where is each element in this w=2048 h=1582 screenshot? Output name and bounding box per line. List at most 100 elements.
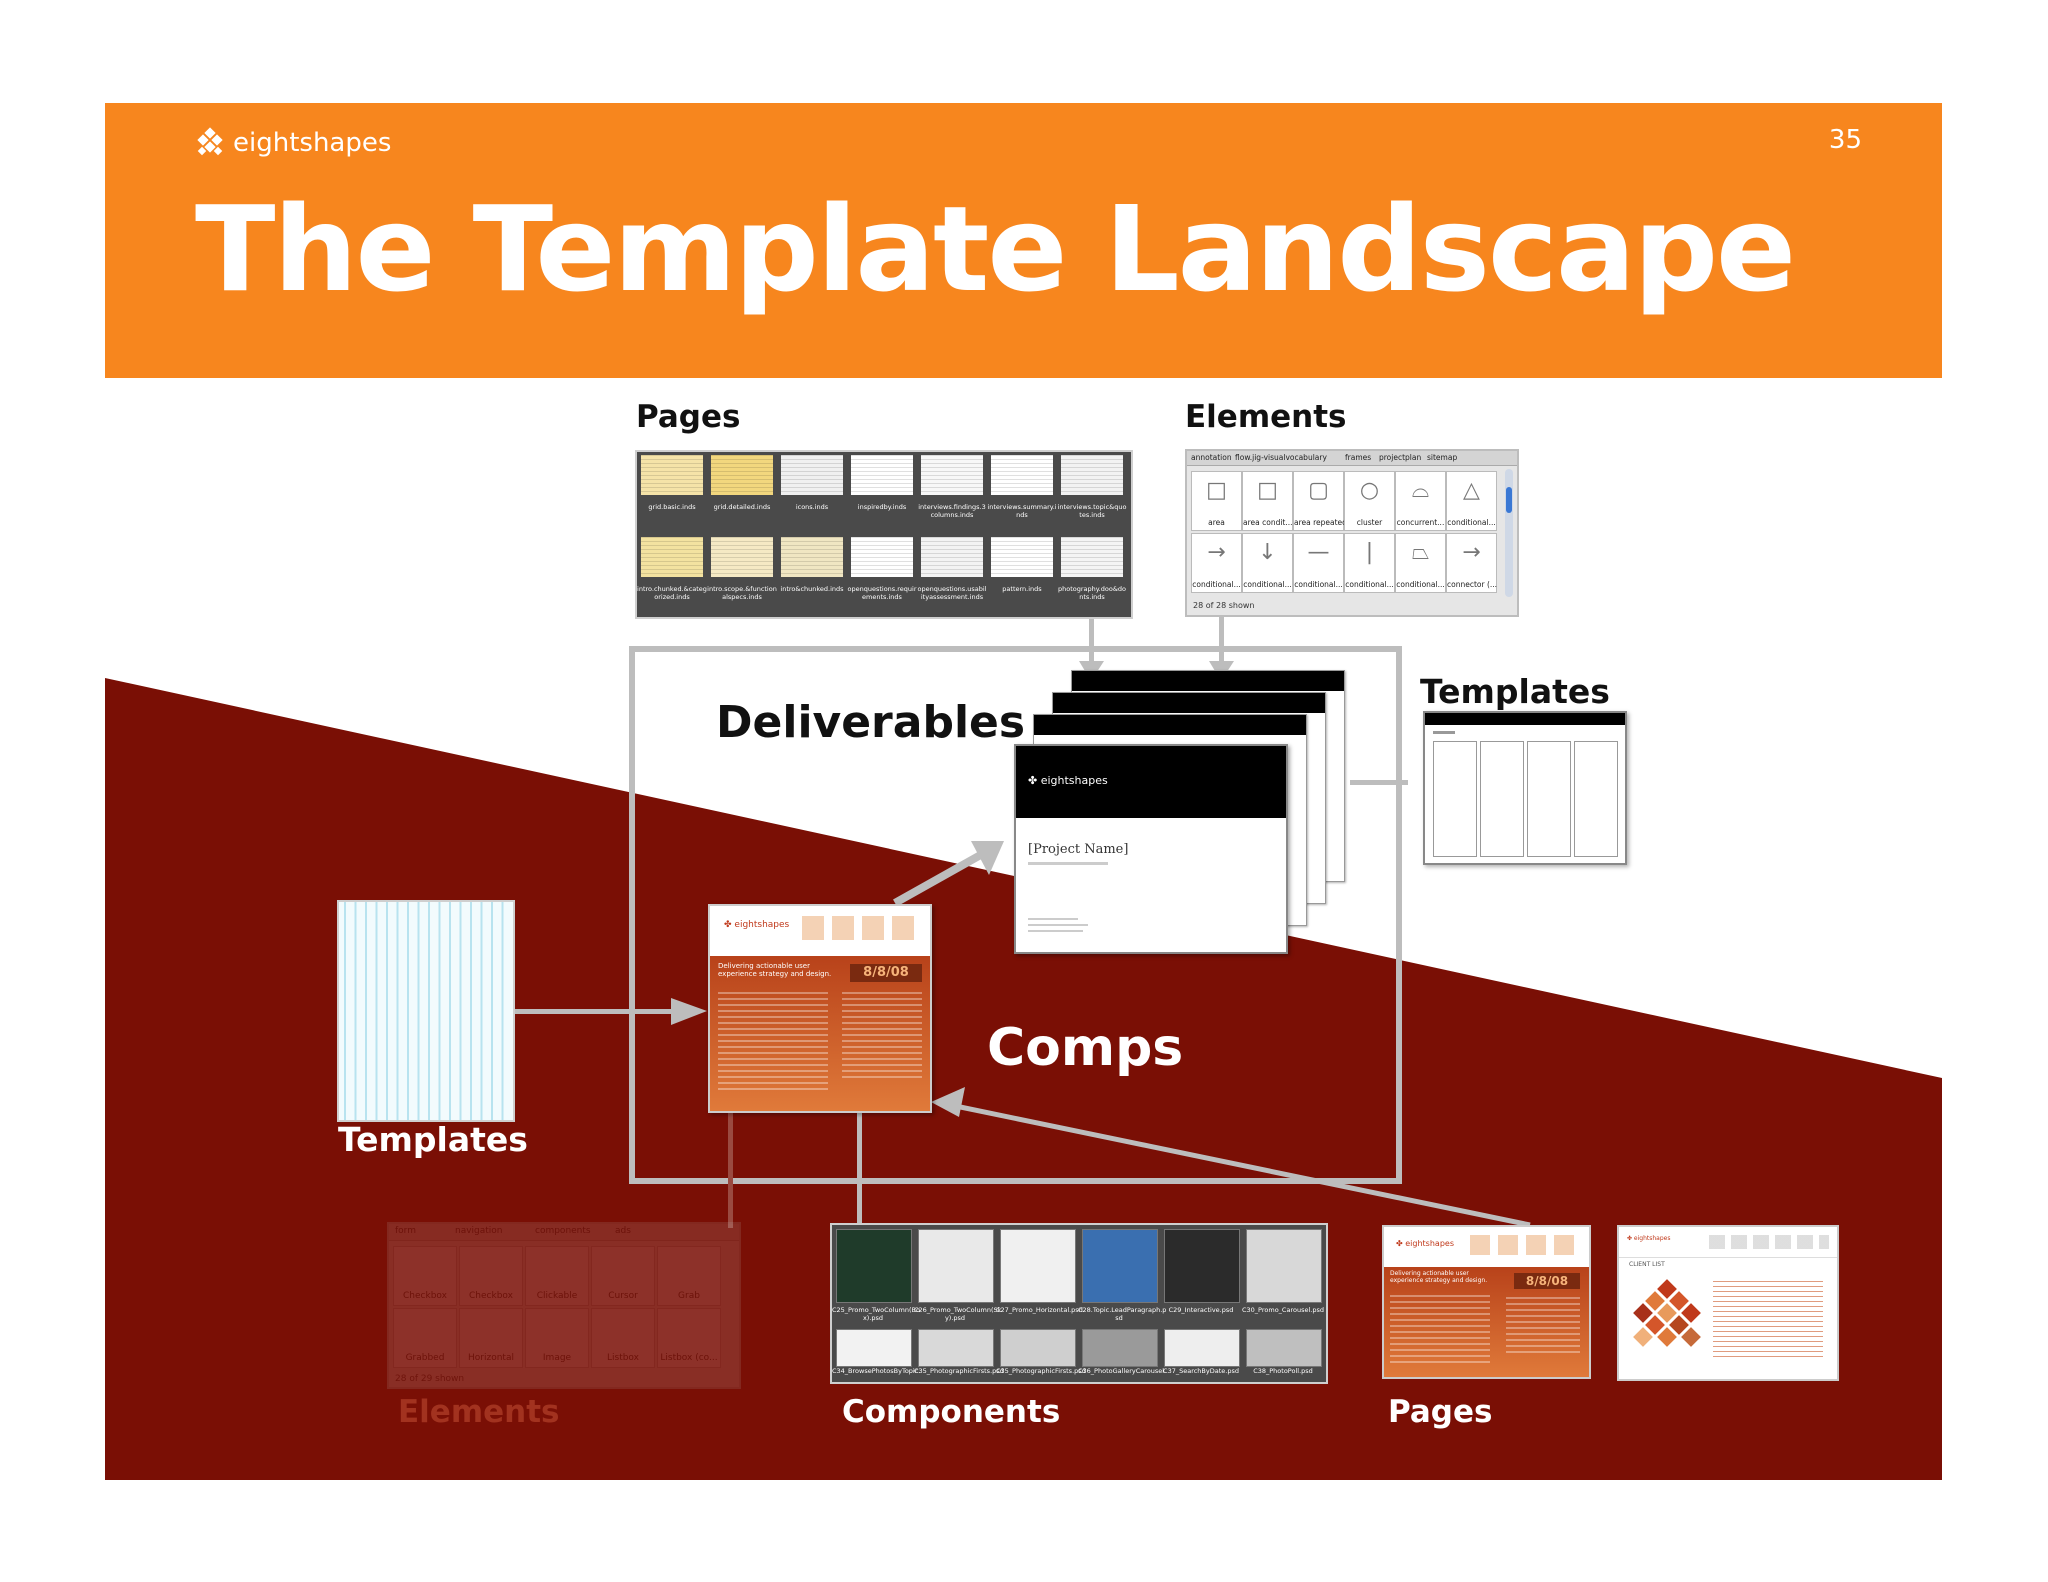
- elements-tab[interactable]: projectplan: [1379, 453, 1422, 462]
- slide-number: 35: [1828, 125, 1862, 155]
- element-item[interactable]: ⌓concurrent...: [1395, 471, 1446, 531]
- client-logo-tile: [1633, 1327, 1653, 1347]
- page-file-name: interviews.topic&quo tes.inds: [1057, 503, 1127, 519]
- page-file-thumbnail[interactable]: [991, 537, 1053, 577]
- element-faded-item-label: Grabbed: [405, 1353, 445, 1363]
- element-item[interactable]: →conditional...: [1191, 533, 1242, 593]
- page-file-thumbnail[interactable]: [1061, 537, 1123, 577]
- label-elements-top: Elements: [1185, 399, 1347, 435]
- element-item[interactable]: □ area: [1191, 471, 1242, 531]
- elements-faded-tab[interactable]: navigation: [455, 1226, 503, 1236]
- arrow-comp-to-deliverables: [893, 841, 1004, 907]
- component-file-thumbnail[interactable]: [1082, 1229, 1158, 1303]
- elements-faded-tab[interactable]: ads: [615, 1226, 631, 1236]
- component-file-thumbnail[interactable]: [1246, 1229, 1322, 1303]
- page-file-thumbnail[interactable]: [851, 537, 913, 577]
- element-faded-item-label: Listbox (co...: [660, 1353, 718, 1363]
- page-file-thumbnail[interactable]: [711, 455, 773, 495]
- template-wireframe-right: [1423, 711, 1627, 865]
- page-file-thumbnail[interactable]: [921, 537, 983, 577]
- elements-faded-tab[interactable]: form: [395, 1226, 416, 1236]
- page-file-thumbnail[interactable]: [991, 455, 1053, 495]
- page-file-name: interviews.findings.3 columns.inds: [918, 503, 986, 519]
- page-thumbnail-home-badge: 8/8/08: [1514, 1273, 1580, 1289]
- page-file-name: intro&chunked.inds: [780, 585, 844, 593]
- eightshapes-logo-icon: [197, 127, 223, 156]
- arrow-pages-to-comp: [931, 1087, 1531, 1228]
- element-item[interactable]: |conditional...: [1344, 533, 1395, 593]
- component-file-thumbnail[interactable]: [1164, 1229, 1240, 1303]
- element-shape-icon: ▢: [1308, 478, 1329, 503]
- element-faded-item[interactable]: Checkbox: [393, 1246, 457, 1306]
- element-item[interactable]: □ area condit...: [1242, 471, 1293, 531]
- element-faded-item-label: Horizontal: [468, 1353, 514, 1363]
- element-shape-icon: □: [1257, 478, 1278, 503]
- elements-tab[interactable]: sitemap: [1427, 453, 1458, 462]
- slide: eightshapes 35 The Template Landscape Pa…: [105, 103, 1942, 1480]
- component-file-thumbnail[interactable]: [1082, 1329, 1158, 1367]
- element-faded-item[interactable]: Listbox (co...: [657, 1308, 721, 1368]
- element-item-label: area: [1208, 518, 1225, 527]
- element-item[interactable]: ▢area repeated: [1293, 471, 1347, 531]
- deliverable-doc-front: ✤ eightshapes [Project Name]: [1014, 744, 1288, 954]
- component-file-thumbnail[interactable]: [1246, 1329, 1322, 1367]
- element-item-label: area condit...: [1243, 518, 1293, 527]
- element-item[interactable]: ↓conditional...: [1242, 533, 1293, 593]
- page-file-thumbnail[interactable]: [711, 537, 773, 577]
- page-file-thumbnail[interactable]: [851, 455, 913, 495]
- label-deliverables: Deliverables: [716, 697, 1026, 748]
- element-faded-item[interactable]: Grabbed: [393, 1308, 457, 1368]
- page-file-name: openquestions.requir ements.inds: [847, 585, 917, 601]
- element-faded-item[interactable]: Clickable: [525, 1246, 589, 1306]
- page-file-name: inspiredby.inds: [857, 503, 907, 511]
- elements-tab[interactable]: annotation: [1191, 453, 1232, 462]
- elements-scrollbar[interactable]: [1505, 469, 1513, 597]
- element-faded-item[interactable]: Horizontal: [459, 1308, 523, 1368]
- component-file-thumbnail[interactable]: [1164, 1329, 1240, 1367]
- page-file-thumbnail[interactable]: [921, 455, 983, 495]
- elements-tab[interactable]: frames: [1345, 453, 1372, 462]
- label-templates-left: Templates: [338, 1120, 528, 1159]
- element-item[interactable]: —conditional...: [1293, 533, 1344, 593]
- deliverable-doc-project-name: [Project Name]: [1028, 842, 1129, 857]
- element-faded-item[interactable]: Listbox: [591, 1308, 655, 1368]
- component-file-thumbnail[interactable]: [836, 1329, 912, 1367]
- element-item-label: conditional...: [1294, 580, 1343, 589]
- component-file-name: C38_PhotoPoll.psd: [1253, 1367, 1313, 1375]
- page-file-name: interviews.summary.i nds: [987, 503, 1057, 519]
- label-components: Components: [842, 1394, 1061, 1430]
- component-file-name: C26_Promo_TwoColumn(Sk y).psd: [914, 1306, 1002, 1322]
- element-faded-item[interactable]: Image: [525, 1308, 589, 1368]
- element-item-label: conditional...: [1396, 580, 1445, 589]
- page-file-thumbnail[interactable]: [781, 537, 843, 577]
- page-file-thumbnail[interactable]: [781, 455, 843, 495]
- client-logo-tile: [1669, 1291, 1689, 1311]
- component-file-name: C34_BrowsePhotosByTopic.: [832, 1367, 921, 1375]
- element-item[interactable]: →connector (...: [1446, 533, 1497, 593]
- element-faded-item[interactable]: Cursor: [591, 1246, 655, 1306]
- component-file-thumbnail[interactable]: [918, 1229, 994, 1303]
- client-logo-tile: [1657, 1327, 1677, 1347]
- page-file-thumbnail[interactable]: [1061, 455, 1123, 495]
- component-file-thumbnail[interactable]: [1000, 1329, 1076, 1367]
- page-file-thumbnail[interactable]: [641, 537, 703, 577]
- element-faded-item-label: Grab: [678, 1291, 700, 1301]
- element-faded-item[interactable]: Grab: [657, 1246, 721, 1306]
- component-file-thumbnail[interactable]: [836, 1229, 912, 1303]
- logo-text: eightshapes: [233, 128, 392, 158]
- element-item[interactable]: ⏢ conditional...: [1395, 533, 1446, 593]
- element-shape-icon: ⏢: [1411, 540, 1430, 565]
- element-item[interactable]: ○cluster: [1344, 471, 1395, 531]
- deliverable-doc-header: ✤ eightshapes: [1016, 746, 1286, 818]
- elements-tab[interactable]: flow.jig-visualvocabulary: [1235, 453, 1327, 462]
- page-file-thumbnail[interactable]: [641, 455, 703, 495]
- element-item[interactable]: △conditional...: [1446, 471, 1497, 531]
- elements-scroll-thumb[interactable]: [1506, 487, 1512, 513]
- element-faded-item[interactable]: Checkbox: [459, 1246, 523, 1306]
- elements-status: 28 of 28 shown: [1193, 601, 1255, 610]
- component-file-thumbnail[interactable]: [918, 1329, 994, 1367]
- element-shape-icon: □: [1206, 478, 1227, 503]
- elements-faded-tab[interactable]: components: [535, 1226, 591, 1236]
- component-file-thumbnail[interactable]: [1000, 1229, 1076, 1303]
